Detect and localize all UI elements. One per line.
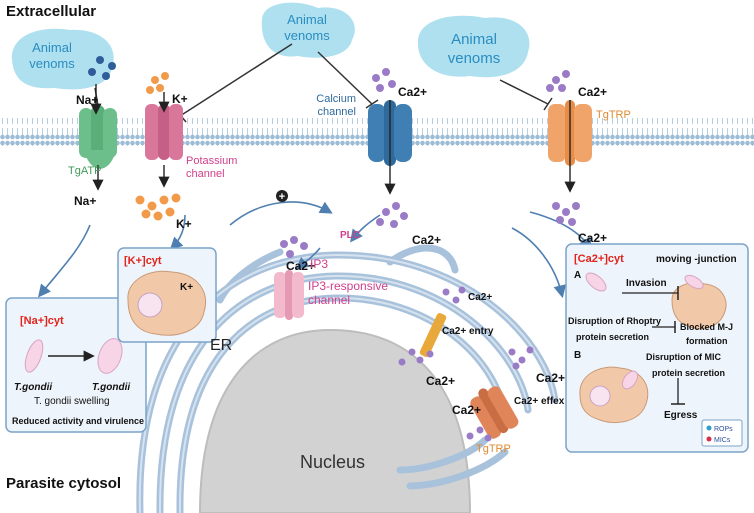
ca-tgtrp-in-label: Ca2+	[578, 231, 607, 245]
tgatp-channel	[79, 105, 117, 169]
ca-tgtrp-out-label: Ca2+	[578, 85, 607, 99]
ca-box-label-b: B	[574, 350, 581, 361]
rops-legend-marker	[706, 425, 712, 431]
ca-ip3-label: Ca2+	[286, 259, 315, 273]
region-parasite-cytosol: Parasite cytosol	[6, 475, 121, 492]
ca-box-mic-1: Disruption of MIC	[646, 352, 721, 362]
er-label: ER	[210, 337, 232, 354]
tgtrp-channel-er	[470, 386, 519, 439]
parasite-a	[585, 272, 607, 292]
inhibition-lines	[94, 43, 553, 123]
host-cell-b	[579, 366, 649, 424]
k-in-label: K+	[176, 217, 192, 231]
na-box-parasite-left: T.gondii	[14, 382, 52, 393]
na-box-parasite-right: T.gondii	[92, 382, 130, 393]
flux-arrows	[90, 84, 576, 195]
ca-box-blocked-1: Blocked M-J	[680, 322, 733, 332]
na-box-swelling: T. gondii swelling	[34, 396, 110, 407]
ca-box-blocked-2: formation	[686, 336, 728, 346]
parasite-left	[24, 339, 44, 373]
ca-er-1-label: Ca2+	[426, 374, 455, 388]
plus-marker	[276, 190, 288, 202]
ca-box-label-a: A	[574, 270, 581, 281]
potassium-ions-out	[146, 72, 169, 94]
sodium-effect-box	[5, 297, 147, 433]
k-out-label: K+	[172, 92, 188, 106]
ca-right-label: Ca2+	[536, 371, 565, 385]
na-in-label: Na+	[74, 194, 96, 208]
host-cell-a	[671, 274, 727, 330]
ca-efflux-label: Ca2+ effex	[514, 396, 565, 407]
na-box-outcome: Reduced activity and virulence	[12, 416, 144, 426]
tgtrp-er-label: TgTRP	[476, 443, 511, 455]
parasite-cell-k	[127, 270, 206, 336]
tgtrp-channel-top	[548, 100, 592, 166]
ca-box-rhoptry-2: protein secretion	[576, 332, 649, 342]
ca-calcium-out-label: Ca2+	[398, 85, 427, 99]
sodium-ions-out	[88, 56, 116, 80]
k-box-heading: [K+]cyt	[124, 255, 162, 267]
na-box-heading: [Na+]cyt	[20, 315, 64, 327]
plc-label: PLC	[340, 230, 360, 241]
ca-er-2-label: Ca2+	[452, 403, 481, 417]
mics-legend-marker	[706, 436, 712, 442]
tgtrp-top-label: TgTRP	[596, 109, 631, 121]
ca-box-egress: Egress	[664, 410, 698, 421]
er-inner-membranes	[138, 253, 556, 513]
ca-entry-top-label: Ca2+	[468, 292, 492, 303]
ip3-label: IP3	[310, 257, 328, 271]
ca-box-heading: [Ca2+]cyt	[574, 253, 624, 265]
er-calcium-entry-channel	[419, 313, 447, 357]
ca-box-moving-junction: moving -junction	[656, 254, 737, 265]
ca-box-rhoptry-1: Disruption of Rhoptry	[568, 316, 661, 326]
venom-blob-2	[261, 2, 355, 58]
ca-box-invasion: Invasion	[626, 278, 667, 289]
ca-box-legend-mics: MICs	[714, 437, 731, 444]
potassium-ions-in	[135, 193, 181, 221]
region-extracellular: Extracellular	[6, 3, 96, 20]
potassium-channel	[145, 104, 183, 160]
ca-calcium-in-label: Ca2+	[412, 233, 441, 247]
ca-legend-box	[701, 419, 743, 447]
tgatp-label: TgATP	[68, 165, 101, 177]
ca-box-legend-rops: ROPs	[714, 426, 733, 433]
k-box-ion: K+	[180, 282, 193, 293]
nucleus-label: Nucleus	[300, 452, 365, 472]
plus-label: +	[279, 191, 285, 203]
na-out-label: Na+	[76, 93, 98, 107]
ca-box-mic-2: protein secretion	[652, 368, 725, 378]
calcium-ions	[280, 68, 580, 442]
parasite-right	[97, 338, 123, 374]
ca-entry-label: Ca2+ entry	[442, 326, 494, 337]
venom-blob-3	[417, 15, 530, 78]
ip3-channel	[274, 270, 304, 320]
venom-blob-1	[11, 28, 114, 90]
